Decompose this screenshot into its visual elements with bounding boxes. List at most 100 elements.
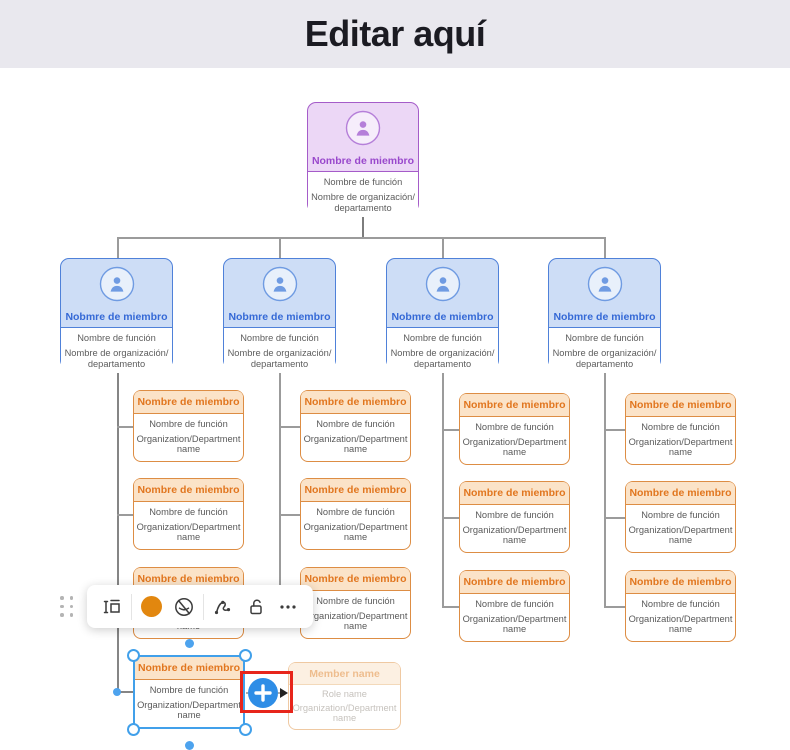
node-org-line2: name <box>176 444 201 454</box>
manager-node-header: Nobmre de miembro <box>224 259 335 328</box>
toolbar-divider <box>131 593 133 620</box>
connector-line <box>442 369 444 606</box>
connector-line <box>604 429 625 431</box>
ghost-node-preview: Member name Role name Organization/Depar… <box>288 662 401 730</box>
node-title: Nombre de miembro <box>629 576 732 588</box>
node-title: Nombre de miembro <box>629 399 732 411</box>
connector-line <box>604 369 606 606</box>
org-member-node[interactable]: Nombre de miembro Nombre de función Orga… <box>133 390 244 462</box>
node-title: Nobmre de miembro <box>65 311 168 323</box>
person-avatar-icon <box>262 266 298 307</box>
selection-handle-top-left[interactable] <box>126 648 140 662</box>
org-root-node[interactable]: Nombre de miembro Nombre de función Nomb… <box>307 102 419 217</box>
org-manager-node[interactable]: Nobmre de miembro Nombre de función Nomb… <box>223 258 336 373</box>
node-org-line1: Organization/Department <box>303 433 408 444</box>
member-node-header: Nombre de miembro <box>626 571 735 594</box>
connection-point-top[interactable] <box>184 639 194 648</box>
org-member-node[interactable]: Nombre de miembro Nombre de función Orga… <box>459 393 570 465</box>
org-member-node[interactable]: Nombre de miembro Nombre de función Orga… <box>300 567 411 639</box>
more-options-button[interactable] <box>275 594 301 620</box>
node-org-line2: departamento <box>250 359 309 369</box>
node-org-line1: Nombre de organización/ <box>227 348 332 358</box>
member-node-header: Nombre de miembro <box>135 657 243 680</box>
node-title: Nombre de miembro <box>137 484 240 496</box>
connector-line <box>279 514 300 516</box>
node-org-line2: name <box>668 624 693 634</box>
node-role: Nombre de función <box>641 510 720 520</box>
connector-line <box>362 213 364 238</box>
manager-node-header: Nobmre de miembro <box>549 259 660 328</box>
header-banner: Editar aquí <box>0 0 790 68</box>
node-role: Nombre de función <box>475 599 554 609</box>
page-title: Editar aquí <box>304 13 486 54</box>
org-member-node[interactable]: Nombre de miembro Nombre de función Orga… <box>133 478 244 550</box>
org-member-node[interactable]: Nombre de miembro Nombre de función Orga… <box>625 481 736 553</box>
member-node-header: Nombre de miembro <box>460 394 569 417</box>
manager-node-header: Nobmre de miembro <box>61 259 172 328</box>
manager-node-header: Nobmre de miembro <box>387 259 498 328</box>
node-title: Nombre de miembro <box>304 573 407 585</box>
node-role: Nombre de función <box>641 422 720 432</box>
node-org-line1: Organization/Department <box>292 702 397 713</box>
org-member-node[interactable]: Nombre de miembro Nombre de función Orga… <box>625 393 736 465</box>
selection-handle-top-right[interactable] <box>238 648 252 662</box>
node-org-line2: departamento <box>87 359 146 369</box>
node-org-line1: Nombre de organización/ <box>311 192 415 202</box>
selected-member-node[interactable]: Nombre de miembro Nombre de función Orga… <box>133 655 245 729</box>
connector-line <box>604 606 625 608</box>
connector-line <box>279 369 281 603</box>
connector-line <box>279 426 300 428</box>
visibility-off-button[interactable] <box>171 594 197 620</box>
node-org-line2: departamento <box>575 359 634 369</box>
connector-line <box>442 606 459 608</box>
node-role: Nombre de función <box>316 507 395 517</box>
node-title: Nobmre de miembro <box>228 311 331 323</box>
node-role: Nombre de función <box>149 685 229 695</box>
connection-point-bottom[interactable] <box>184 740 194 750</box>
node-org-line1: Organization/Department <box>137 699 241 710</box>
selection-handle-bottom-left[interactable] <box>126 722 140 736</box>
add-node-button[interactable] <box>248 678 278 708</box>
org-member-node[interactable]: Nombre de miembro Nombre de función Orga… <box>300 478 411 550</box>
node-org-line2: departamento <box>413 359 472 369</box>
arrow-right-icon <box>280 688 288 698</box>
node-org-line2: name <box>668 535 693 545</box>
fill-color-button[interactable] <box>139 594 165 620</box>
node-role: Nombre de función <box>77 333 156 343</box>
node-org-line1: Organization/Department <box>462 524 567 535</box>
ghost-node-header: Member name <box>289 663 400 685</box>
toolbar-divider <box>203 593 205 620</box>
node-org-line2: departamento <box>334 203 392 213</box>
person-avatar-icon <box>587 266 623 307</box>
node-title: Nombre de miembro <box>137 662 241 674</box>
person-avatar-icon <box>99 266 135 307</box>
node-role: Nombre de función <box>565 333 644 343</box>
lock-open-icon <box>249 599 262 614</box>
org-manager-node[interactable]: Nobmre de miembro Nombre de función Nomb… <box>548 258 661 373</box>
node-title: Nombre de miembro <box>463 487 566 499</box>
node-role: Nombre de función <box>149 507 228 517</box>
context-toolbar <box>87 585 313 628</box>
org-member-node[interactable]: Nombre de miembro Nombre de función Orga… <box>459 481 570 553</box>
node-org-line2: name <box>177 710 201 720</box>
connector-lines-button[interactable] <box>210 594 236 620</box>
node-title: Nombre de miembro <box>137 573 240 585</box>
org-manager-node[interactable]: Nobmre de miembro Nombre de función Nomb… <box>386 258 499 373</box>
org-member-node[interactable]: Nombre de miembro Nombre de función Orga… <box>625 570 736 642</box>
org-manager-node[interactable]: Nobmre de miembro Nombre de función Nomb… <box>60 258 173 373</box>
connector-line <box>604 237 606 258</box>
connection-point-left[interactable] <box>113 688 121 696</box>
dotted-connector <box>277 691 280 694</box>
field-frame-button[interactable] <box>99 594 125 620</box>
connector-line <box>442 237 444 258</box>
toolbar-drag-handle[interactable] <box>60 596 79 618</box>
node-title: Nobmre de miembro <box>391 311 494 323</box>
org-member-node[interactable]: Nombre de miembro Nombre de función Orga… <box>300 390 411 462</box>
node-role: Nombre de función <box>240 333 319 343</box>
selection-handle-bottom-right[interactable] <box>238 722 252 736</box>
node-org-line2: name <box>502 624 527 634</box>
org-member-node[interactable]: Nombre de miembro Nombre de función Orga… <box>459 570 570 642</box>
annotation-highlight-box <box>240 671 293 713</box>
lock-open-button[interactable] <box>243 594 269 620</box>
